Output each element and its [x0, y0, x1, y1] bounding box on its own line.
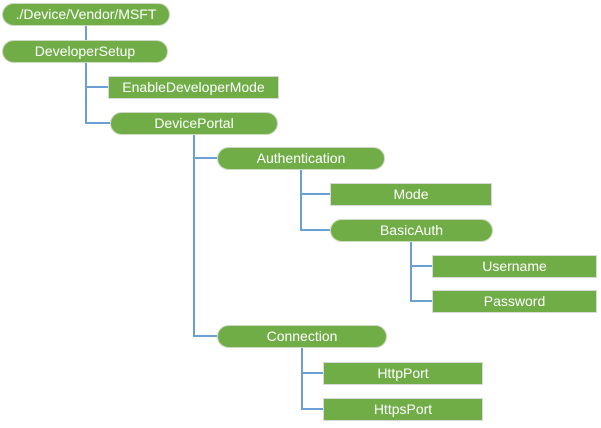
connector-to-httpport	[301, 372, 323, 374]
connector-root-developersetup	[85, 26, 87, 40]
connector-authentication-trunk	[300, 170, 302, 231]
node-username: Username	[432, 255, 597, 278]
connector-to-enabledevelopermode	[85, 86, 108, 88]
connector-to-connection	[193, 335, 217, 337]
node-authentication: Authentication	[217, 147, 385, 170]
node-enabledevelopermode: EnableDeveloperMode	[108, 76, 279, 99]
connector-to-mode	[300, 193, 330, 195]
connector-connection-trunk	[301, 348, 303, 410]
node-mode: Mode	[330, 183, 492, 206]
connector-to-password	[410, 300, 432, 302]
node-connection: Connection	[217, 325, 387, 348]
connector-deviceportal-trunk	[193, 135, 195, 337]
node-basicauth: BasicAuth	[330, 219, 493, 242]
connector-to-authentication	[193, 157, 217, 159]
connector-to-username	[410, 265, 432, 267]
connector-to-httpsport	[301, 408, 323, 410]
node-httpsport: HttpsPort	[323, 398, 483, 421]
connector-developersetup-trunk	[85, 63, 87, 124]
node-password: Password	[432, 290, 597, 313]
node-deviceportal: DevicePortal	[110, 112, 278, 135]
connector-basicauth-trunk	[410, 242, 412, 302]
connector-to-deviceportal	[85, 122, 110, 124]
node-httpport: HttpPort	[323, 362, 483, 385]
node-developersetup: DeveloperSetup	[2, 40, 168, 63]
node-device-vendor-msft: ./Device/Vendor/MSFT	[2, 3, 170, 26]
connector-to-basicauth	[300, 229, 330, 231]
